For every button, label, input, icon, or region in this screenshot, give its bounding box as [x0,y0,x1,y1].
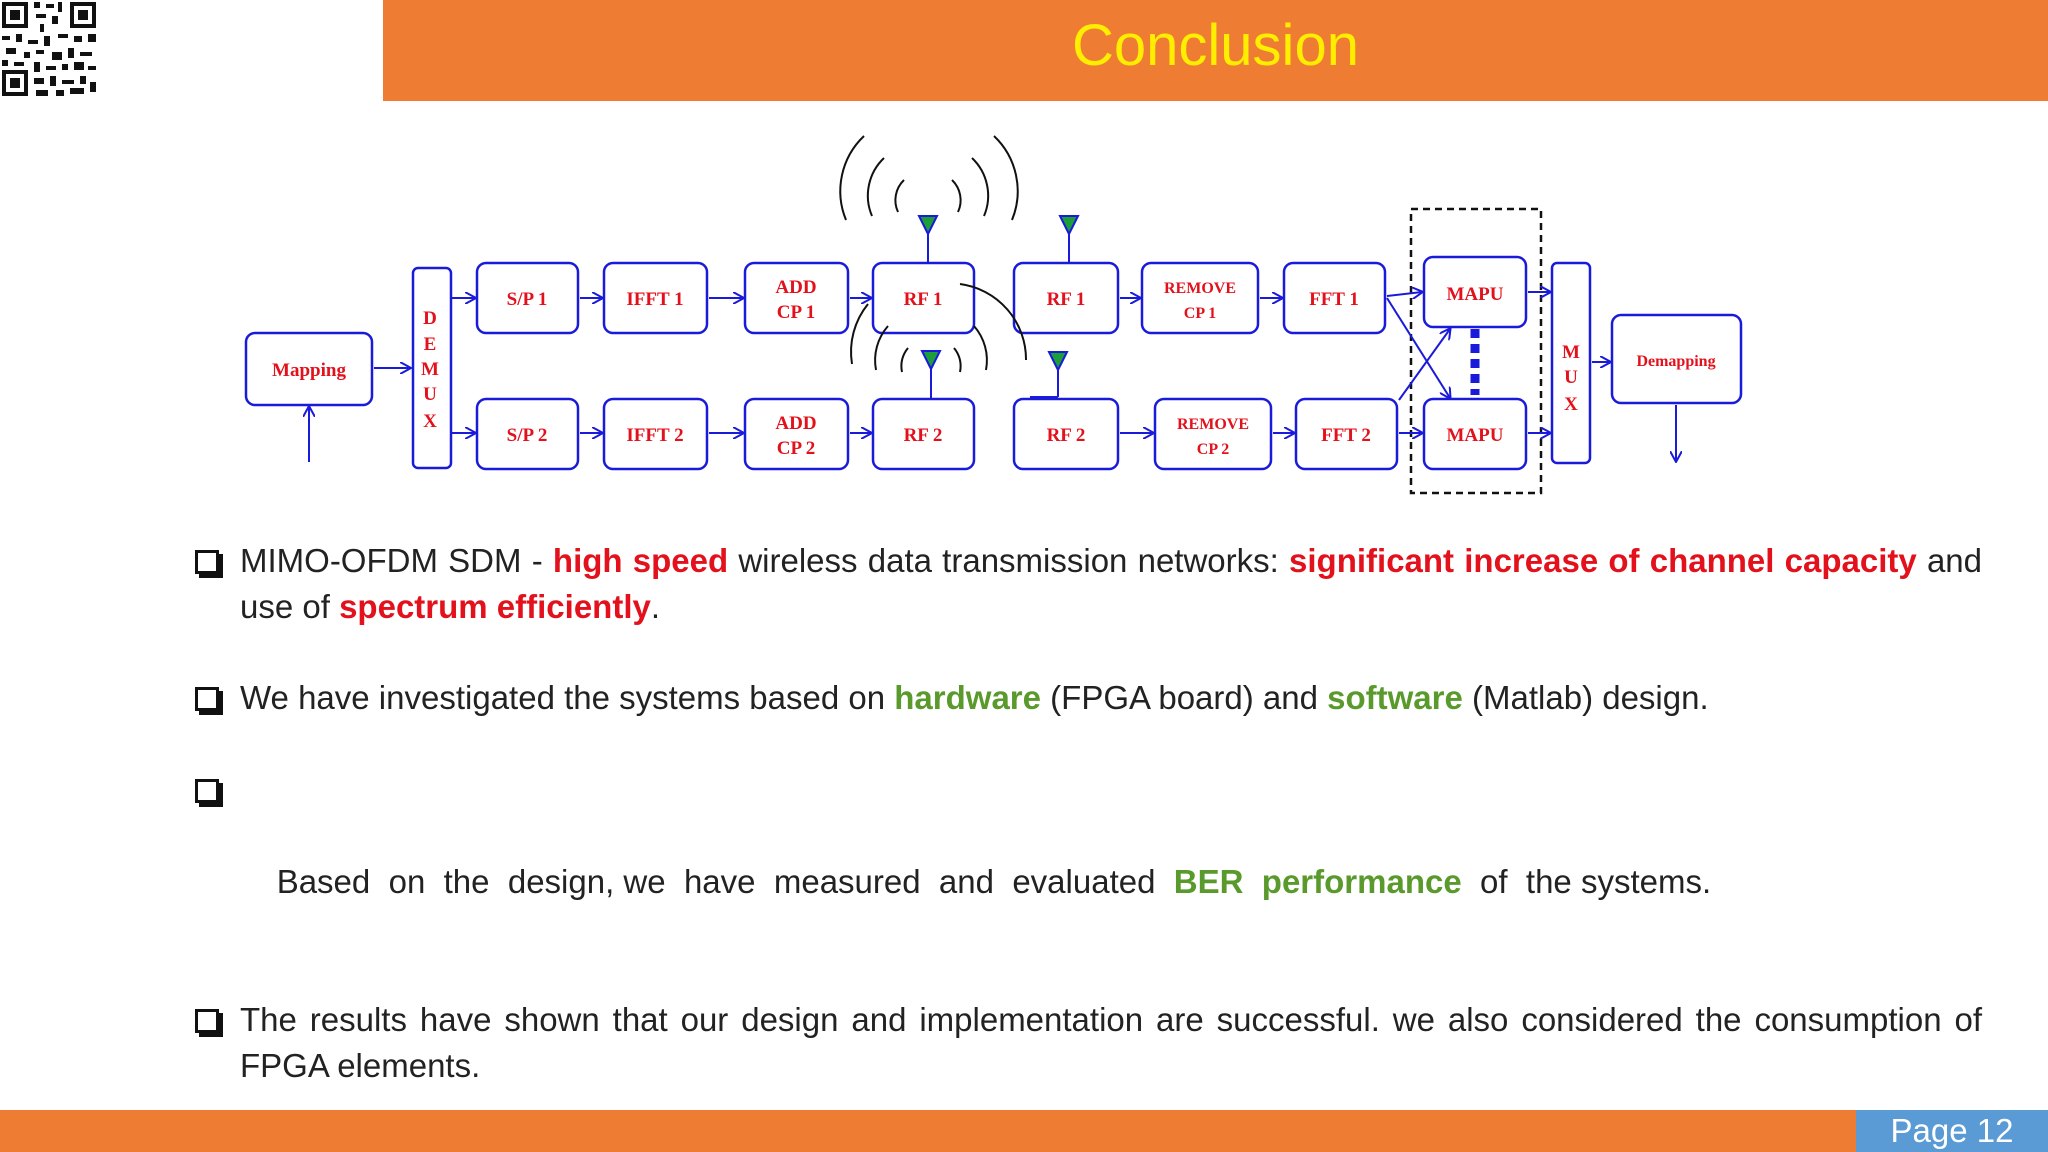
sp1-label: S/P 1 [507,289,548,310]
sp2-block [475,397,580,471]
ifft1-block [602,261,709,335]
rf1-rx-block [1012,261,1120,335]
addcp2-label-1: ADD [775,413,816,434]
bullet-item: The results have shown that our design a… [195,997,1982,1089]
highlight-text: high speed [552,542,729,579]
rf2-tx-label: RF 2 [904,425,943,446]
checkbox-bullet-icon [195,1009,219,1033]
mapu2-label: MAPU [1447,425,1504,446]
antenna-icon [1058,215,1080,237]
removecp2-label-1: REMOVE [1177,416,1249,433]
mapping-label: Mapping [272,360,346,381]
mapu1-label: MAPU [1447,284,1504,305]
rf2-rx-label: RF 2 [1047,425,1086,446]
highlight-text: software [1327,679,1463,716]
bullet-item: MIMO-OFDM SDM - high speed wireless data… [195,538,1982,630]
rf1-tx-label: RF 1 [904,289,943,310]
mux-block [1550,261,1592,465]
ifft1-label: IFFT 1 [626,289,683,310]
page-title: Conclusion [1072,13,1359,78]
mux-label-m: M [1562,342,1580,363]
demux-label-m: M [421,359,439,380]
checkbox-bullet-icon [195,779,219,803]
checkbox-bullet-icon [195,550,219,574]
mapu-group-box [1409,207,1543,495]
removecp1-block [1140,261,1260,335]
demux-label-d: D [423,308,437,329]
highlight-text: hardware [894,679,1041,716]
rf1-rx-label: RF 1 [1047,289,1086,310]
fft2-block [1294,397,1399,471]
checkbox-bullet-icon [195,687,219,711]
removecp2-label-2: CP 2 [1197,441,1229,458]
addcp1-label-1: ADD [775,277,816,298]
highlight-text: significant increase of channel capacity [1289,542,1917,579]
removecp1-label-2: CP 1 [1184,305,1216,322]
demux-label-x: X [423,411,437,432]
mimo-ofdm-block-diagram: Mapping D E M U X S/P 1 S/P 2 IFFT 1 IFF… [244,135,1743,495]
antenna-icon [917,215,939,237]
mapu2-block [1422,397,1528,471]
rf2-rx-block [1012,397,1120,471]
demux-block [411,266,453,470]
footer-bar [0,1110,2048,1152]
addcp2-block [743,397,850,471]
bullet-item: We have investigated the systems based o… [195,675,1982,721]
demux-label-e: E [424,334,437,355]
demapping-block [1610,313,1743,405]
sp1-block [475,261,580,335]
rf1-tx-block [871,261,976,335]
addcp2-label-2: CP 2 [777,438,816,459]
fft2-label: FFT 2 [1321,425,1371,446]
antenna-icons [917,215,1080,373]
addcp1-label-2: CP 1 [777,302,816,323]
mux-label-u: U [1564,367,1578,388]
sp2-label: S/P 2 [507,425,548,446]
rf2-tx-block [871,397,976,471]
radio-waves-icon [839,135,1028,373]
antenna-icon [1047,351,1069,373]
addcp1-block [743,261,850,335]
qr-code [0,0,98,98]
demux-label-u: U [423,384,437,405]
ifft2-label: IFFT 2 [626,425,683,446]
title-bar: Conclusion [383,0,2048,101]
mux-label-x: X [1564,394,1578,415]
ifft2-block [602,397,709,471]
highlight-text: spectrum efficiently [339,588,651,625]
bullet-item: Based on the design, we have measured an… [195,767,1982,951]
fft1-block [1282,261,1387,335]
removecp1-label-1: REMOVE [1164,280,1236,297]
removecp2-block [1153,397,1273,471]
page-number: Page 12 [1856,1110,2048,1152]
demapping-label: Demapping [1636,353,1715,370]
fft1-label: FFT 1 [1309,289,1359,310]
bullet-list: MIMO-OFDM SDM - high speed wireless data… [195,538,1982,1089]
highlight-text: BER performance [1173,863,1462,900]
antenna-icon [920,350,942,372]
